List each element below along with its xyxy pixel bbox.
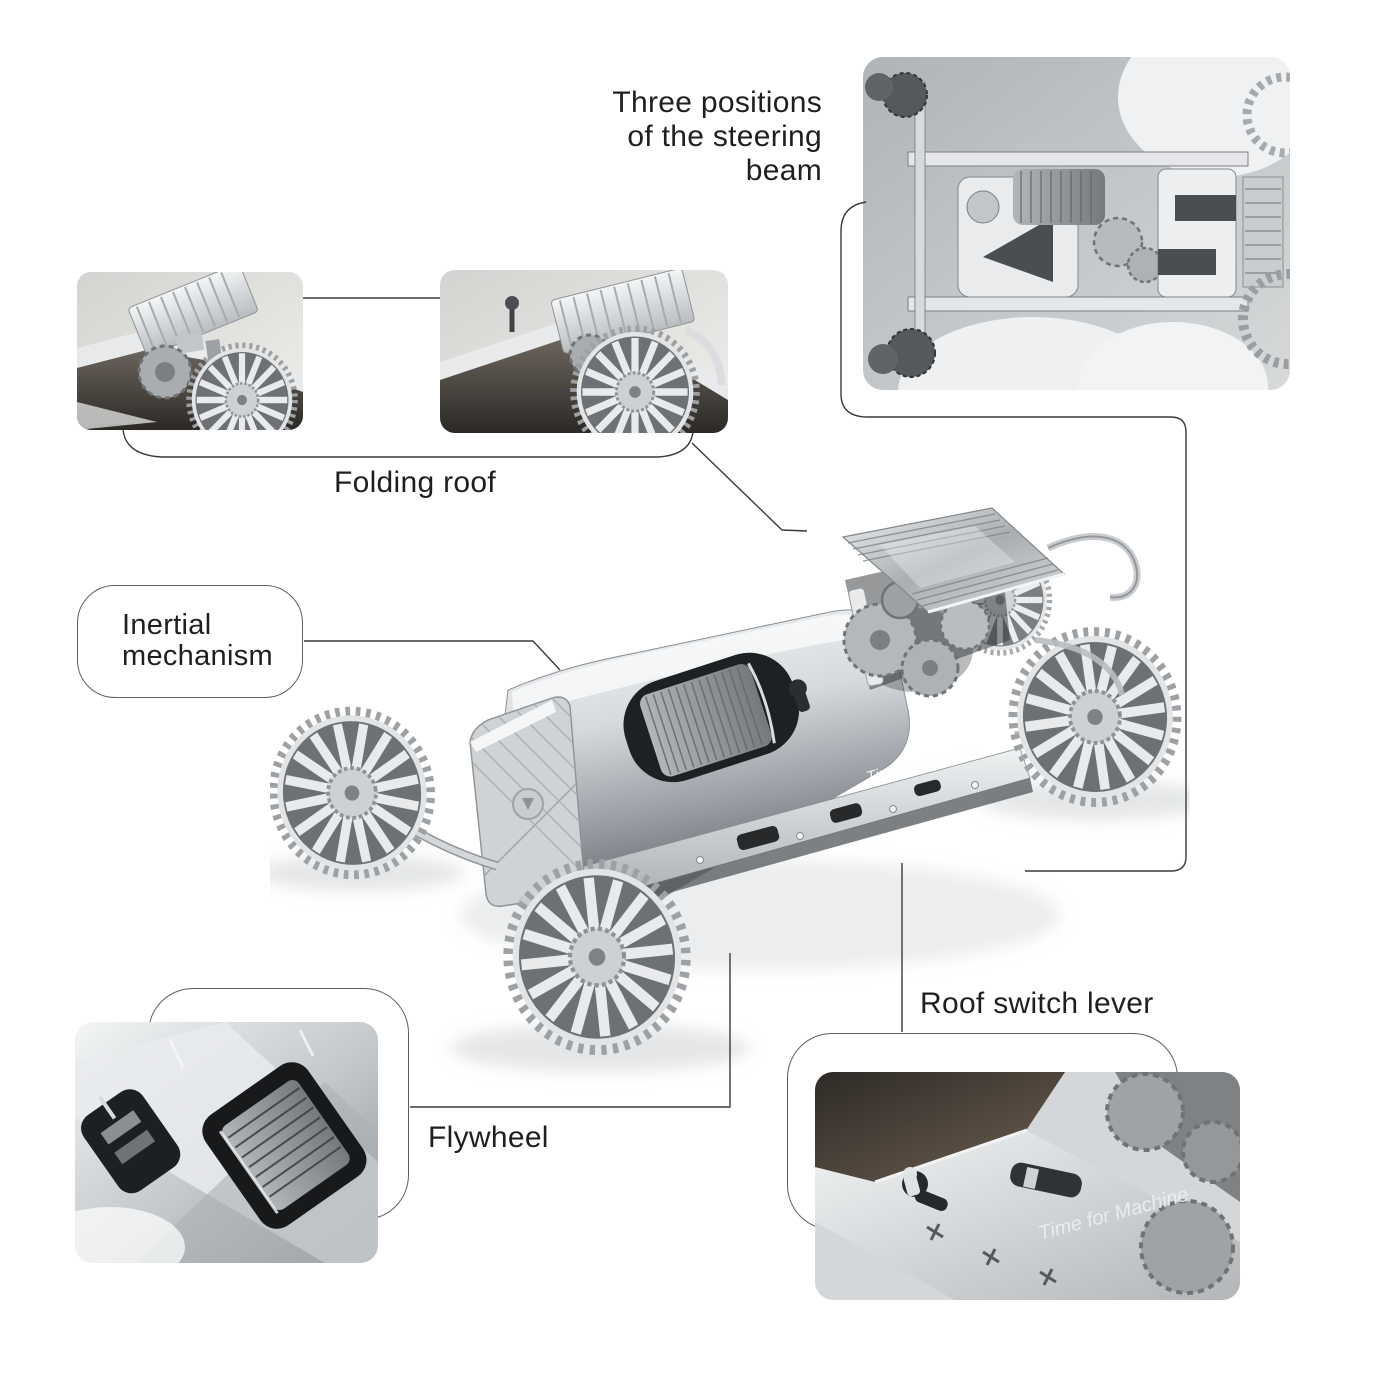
glove-top xyxy=(1118,57,1290,177)
roof-plate xyxy=(550,270,695,354)
flywheel-opening-closeup xyxy=(202,1062,367,1229)
roof-switch-photo: Time for Machine xyxy=(815,1072,1240,1300)
folding-roof-photo-open xyxy=(440,270,728,433)
folding-roof-photo-closed xyxy=(77,272,303,430)
s-plate xyxy=(1157,168,1237,298)
inertial-label-line2: mechanism xyxy=(122,640,273,672)
flywheel-opening xyxy=(623,652,800,783)
flywheel-label: Flywheel xyxy=(428,1121,549,1154)
inertial-mechanism-bubble: Inertial mechanism xyxy=(77,585,303,698)
inertial-label-line1: Inertial xyxy=(122,609,212,641)
folding-roof-label: Folding roof xyxy=(333,466,497,499)
steering-beam-photo xyxy=(863,57,1290,390)
steering-beam-label-line2: of the steering xyxy=(627,120,822,153)
connector-folding-bracket xyxy=(122,428,694,458)
roof-switch-lever-label: Roof switch lever xyxy=(920,987,1154,1020)
lever-slot xyxy=(902,1167,948,1211)
bolt-marks xyxy=(926,1223,1057,1286)
steering-beam xyxy=(914,81,926,363)
body-panel xyxy=(815,1130,1240,1300)
roof-edge xyxy=(815,1072,1065,1182)
flywheel-photo xyxy=(75,1022,378,1263)
steering-beam-label-line3: beam xyxy=(745,154,822,187)
keyhole-cutout xyxy=(788,679,810,712)
steering-beam-label-line1: Three positions xyxy=(612,86,822,119)
roof-plate xyxy=(128,272,258,356)
side-opening xyxy=(81,1089,181,1194)
steering-beam-label: Three positions of the steering beam xyxy=(612,86,822,188)
